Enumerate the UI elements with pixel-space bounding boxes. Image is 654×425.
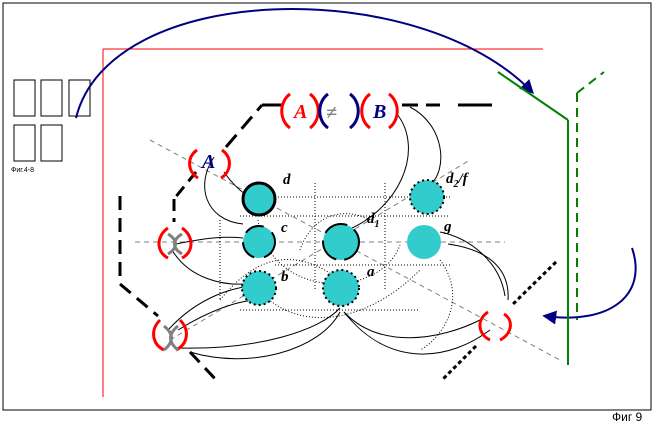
- bracket-label: A: [200, 151, 215, 173]
- formula: A ≠ B: [280, 92, 399, 130]
- thumbnail-5: [40, 124, 63, 162]
- label-d1: d1: [367, 211, 380, 230]
- red-bracket-a: A: [188, 148, 231, 180]
- label-d2f: d2/f: [446, 171, 470, 190]
- black-dashed-frame: [118, 103, 558, 384]
- label-a: a: [367, 264, 375, 280]
- label-d2-base: d: [446, 171, 454, 187]
- label-g: g: [443, 219, 452, 235]
- thumbnail-4: [13, 124, 36, 162]
- node-c: [242, 225, 276, 259]
- node-a: [322, 269, 360, 307]
- formula-relation: ≠: [326, 102, 337, 124]
- thumbnail-2: [40, 79, 63, 117]
- outer-frame: [2, 2, 652, 411]
- node-g: [407, 225, 441, 259]
- label-d1-base: d: [367, 211, 375, 227]
- node-d1: [322, 223, 360, 261]
- green-branch: [497, 71, 605, 365]
- red-bracket-right: [478, 310, 512, 342]
- top-curved-arrow: [75, 8, 534, 119]
- thumbnail-1: [13, 79, 36, 117]
- label-d: d: [283, 172, 291, 188]
- label-b: b: [281, 269, 289, 285]
- crossing-symbol-bottom: [152, 318, 188, 352]
- thumbnail-3: [68, 79, 91, 117]
- side-thumbnails: [13, 79, 91, 162]
- formula-left: A: [292, 101, 307, 123]
- label-d2-sub: 2: [453, 179, 459, 190]
- connector-curves: [167, 106, 509, 360]
- right-curved-arrow: [542, 247, 637, 325]
- figure-caption: Фиг 9: [612, 410, 643, 424]
- dotted-grid: [219, 183, 454, 351]
- node-d2f: [409, 179, 445, 215]
- crossing-symbol-left: [157, 226, 193, 260]
- label-d1-sub: 1: [375, 219, 380, 230]
- label-d2-suffix: /f: [458, 171, 470, 187]
- node-d: [241, 181, 277, 217]
- label-c: c: [281, 220, 288, 236]
- node-b: [241, 270, 277, 306]
- side-caption: Фиг.4-8: [11, 167, 34, 174]
- formula-right: B: [372, 101, 386, 123]
